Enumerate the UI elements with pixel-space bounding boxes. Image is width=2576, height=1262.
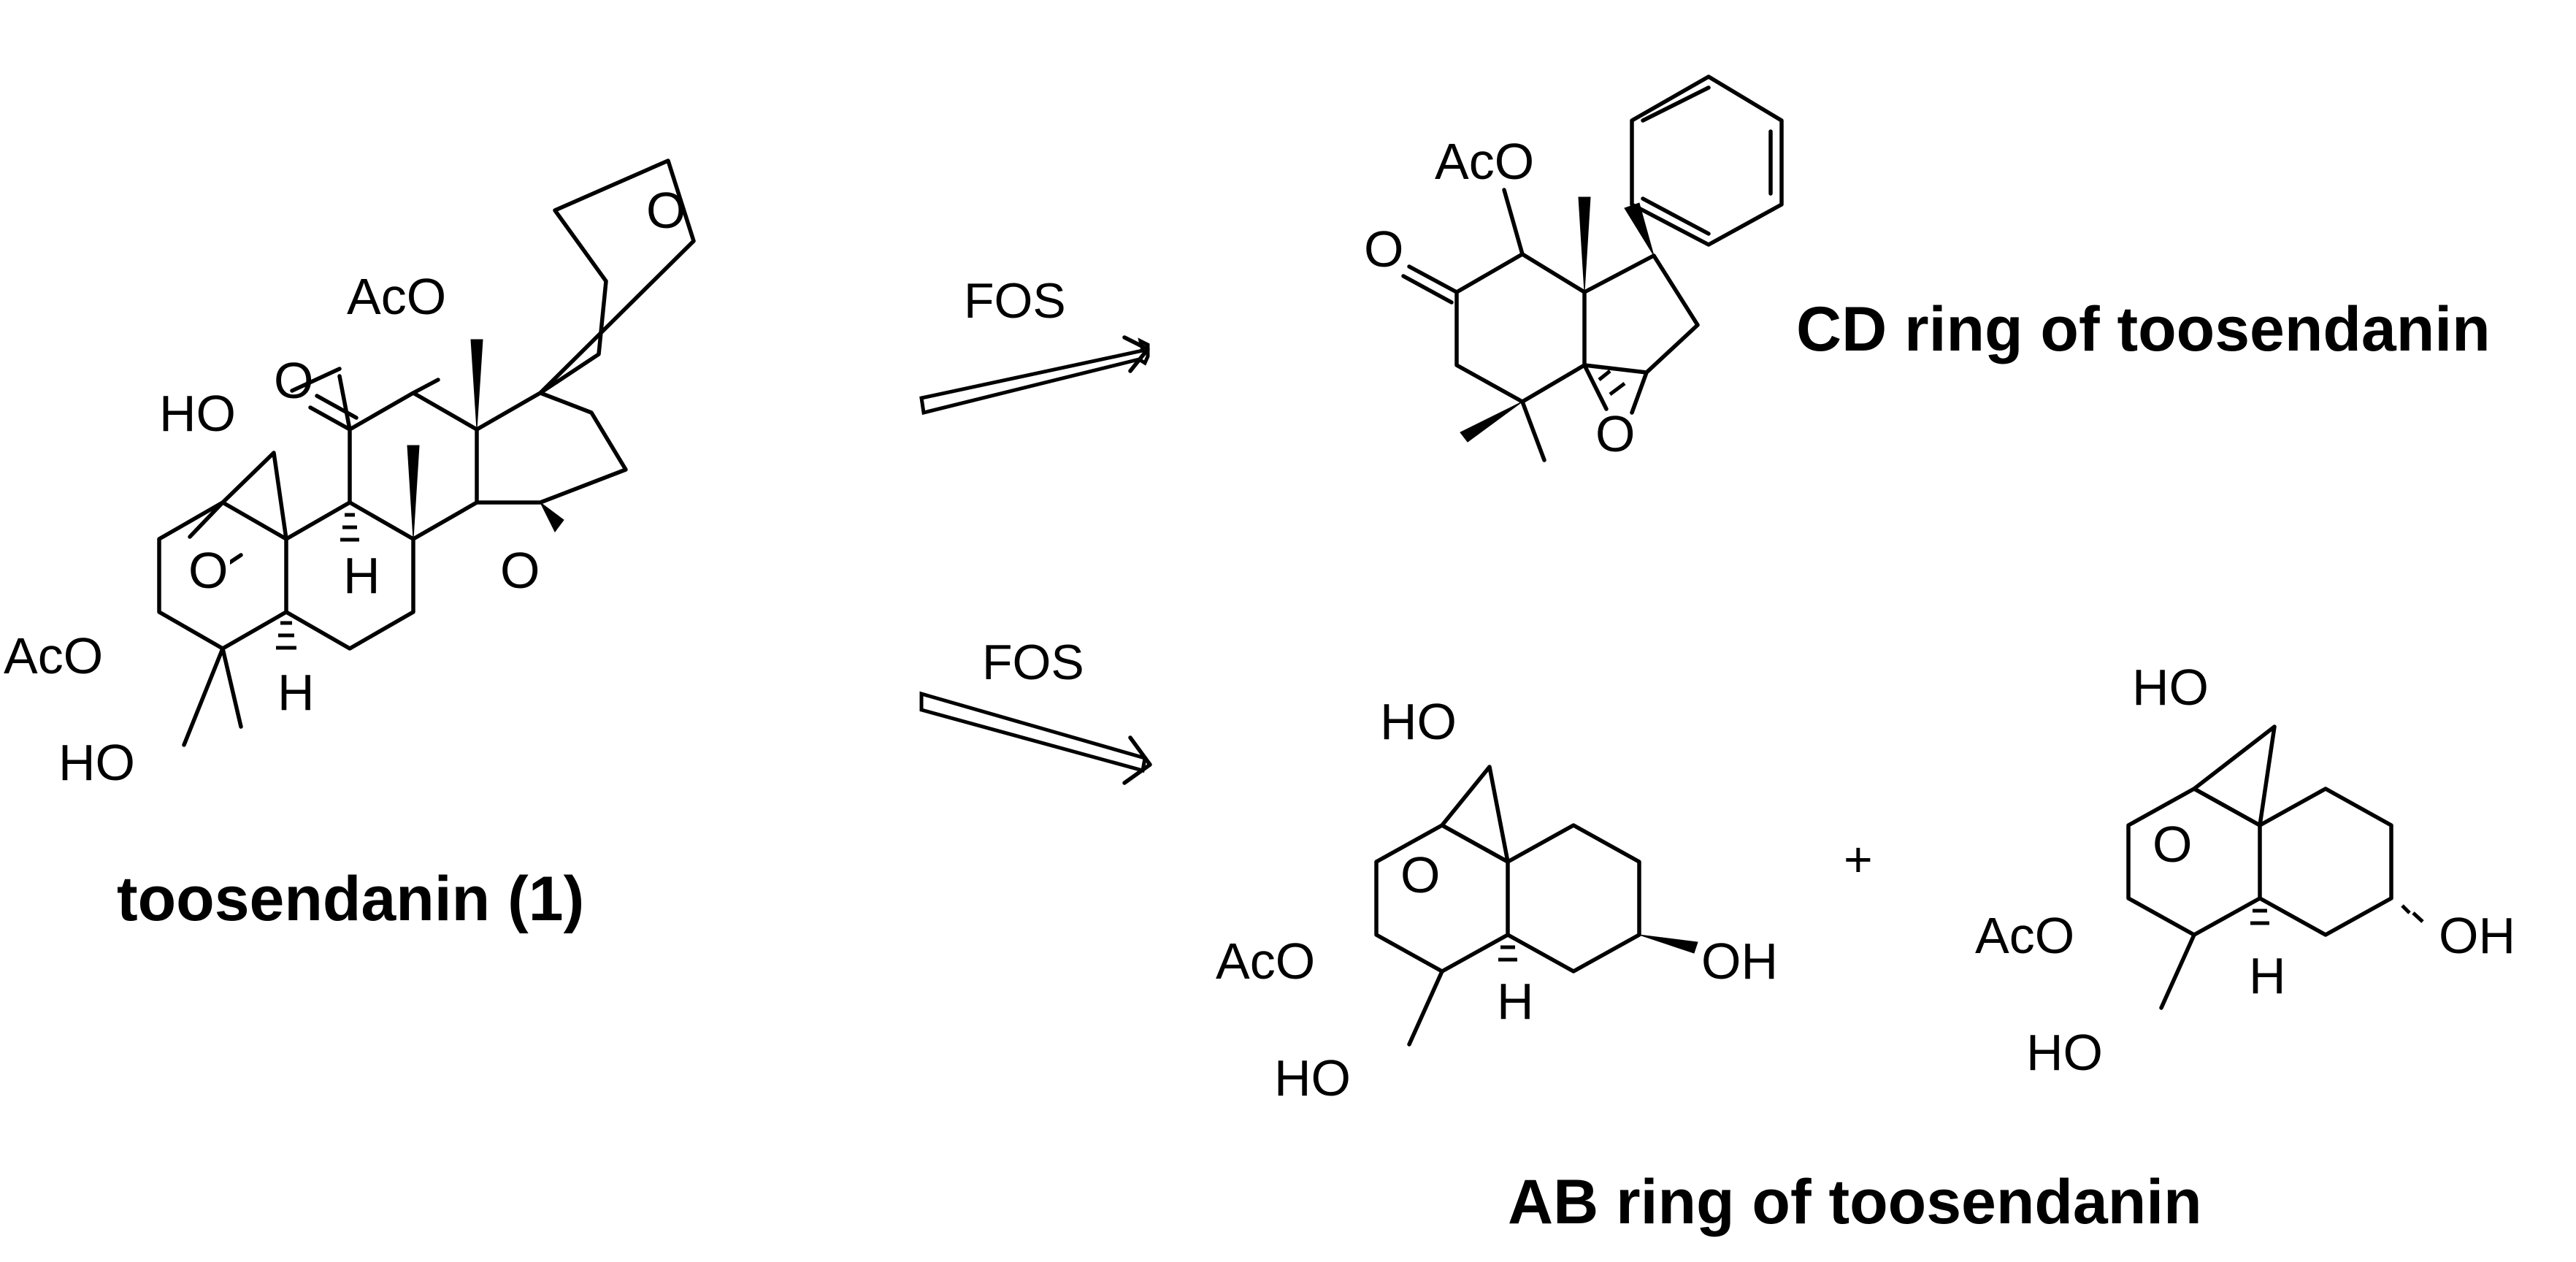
cd-wedge-methyl-top <box>1578 196 1591 293</box>
toos-label-ether-o: O <box>188 542 228 599</box>
toos-label-furan-o: O <box>646 182 686 239</box>
ab-title: AB ring of toosendanin <box>1508 1167 2202 1237</box>
cd-label-epoxide-o: O <box>1595 405 1635 462</box>
plus-sign: + <box>1844 832 1873 887</box>
toos-ring-d <box>475 391 628 505</box>
toos-wedge-c14 <box>540 502 564 532</box>
cd-ring-6 <box>1454 252 1587 404</box>
toos-hash-h5 <box>276 621 296 650</box>
cd-title: CD ring of toosendanin <box>1796 294 2491 364</box>
cd-ring-phenyl-inner <box>1641 85 1773 236</box>
toos-label-h9: H <box>343 547 380 604</box>
ab2-label-oh: OH <box>2439 907 2515 964</box>
toos-wedge-c13 <box>470 339 483 430</box>
arrow-top-label: FOS <box>964 273 1066 329</box>
toos-label-aco-left: AcO <box>4 627 103 684</box>
retro-arrow-bottom <box>919 691 1152 785</box>
ab1-bridge <box>1407 765 1510 1047</box>
toos-label-ho-top: HO <box>159 385 236 442</box>
cd-wedge-methyl <box>1460 401 1523 443</box>
ab1-label-ho-bottom: HO <box>1274 1049 1351 1106</box>
cd-aco-bond <box>1502 188 1525 256</box>
ab1-label-ether-o: O <box>1400 846 1440 903</box>
ab1-hash-h <box>1498 945 1517 962</box>
arrow-bottom-label: FOS <box>982 635 1084 690</box>
ab2-hash-oh <box>2401 904 2424 923</box>
ab1-label-h: H <box>1497 973 1534 1030</box>
cd-ring-5 <box>1582 253 1700 375</box>
toos-hash-h9 <box>340 513 359 542</box>
ab1-label-ho-top: HO <box>1380 693 1457 750</box>
toos-misc <box>182 451 288 747</box>
toos-misc-2 <box>290 367 440 432</box>
ab2-ring-a <box>2126 787 2262 937</box>
ab1-ring-a <box>1374 823 1510 974</box>
toos-label-aco-top: AcO <box>347 268 446 325</box>
ab1-ring-b <box>1506 823 1641 974</box>
ab2-label-h: H <box>2249 947 2286 1004</box>
ab-ring-1-structure: HO O AcO HO H OH <box>1216 693 1778 1106</box>
cd-label-aco: AcO <box>1435 133 1534 190</box>
toos-label-epoxide-o: O <box>500 542 540 599</box>
cd-ring-structure: AcO O O CD ring of toosendanin <box>1364 74 2491 462</box>
ab1-wedge-oh <box>1638 934 1698 954</box>
ab2-label-aco: AcO <box>1975 907 2074 964</box>
ab2-bridge <box>2159 724 2277 1010</box>
toosendanin-structure: AcO O HO O AcO HO H H O O toosendanin (1… <box>4 158 696 934</box>
ab2-label-ho-top: HO <box>2132 659 2209 716</box>
toosendanin-title: toosendanin (1) <box>117 864 584 934</box>
toos-ring-c <box>348 391 479 541</box>
toos-label-ho-bottom: HO <box>58 734 135 791</box>
toos-label-h5: H <box>277 664 315 721</box>
ab1-label-aco: AcO <box>1216 933 1315 990</box>
toos-wedge-c10 <box>407 445 420 540</box>
cd-ring-phenyl <box>1630 74 1784 247</box>
ab2-hash-h <box>2250 909 2269 925</box>
ab-ring-2-structure: HO O AcO HO H OH <box>1975 659 2515 1081</box>
ab1-label-oh: OH <box>1701 933 1778 990</box>
cd-epoxide-bonds <box>1520 363 1649 462</box>
toos-ring-e <box>538 158 696 395</box>
retro-arrow-top <box>919 335 1150 416</box>
cd-wedge-phenyl <box>1624 202 1655 256</box>
ab2-ring-b <box>2258 787 2393 937</box>
cd-ketone <box>1401 264 1459 305</box>
ab2-label-ho-bottom: HO <box>2026 1024 2103 1081</box>
toos-ring-b <box>284 500 415 651</box>
toos-ketone-bond <box>308 394 359 432</box>
ab2-label-ether-o: O <box>2153 816 2192 873</box>
cd-hash-epoxide <box>1598 370 1626 396</box>
toos-label-ketone-o: O <box>274 352 313 409</box>
cd-label-ketone-o: O <box>1364 221 1403 278</box>
